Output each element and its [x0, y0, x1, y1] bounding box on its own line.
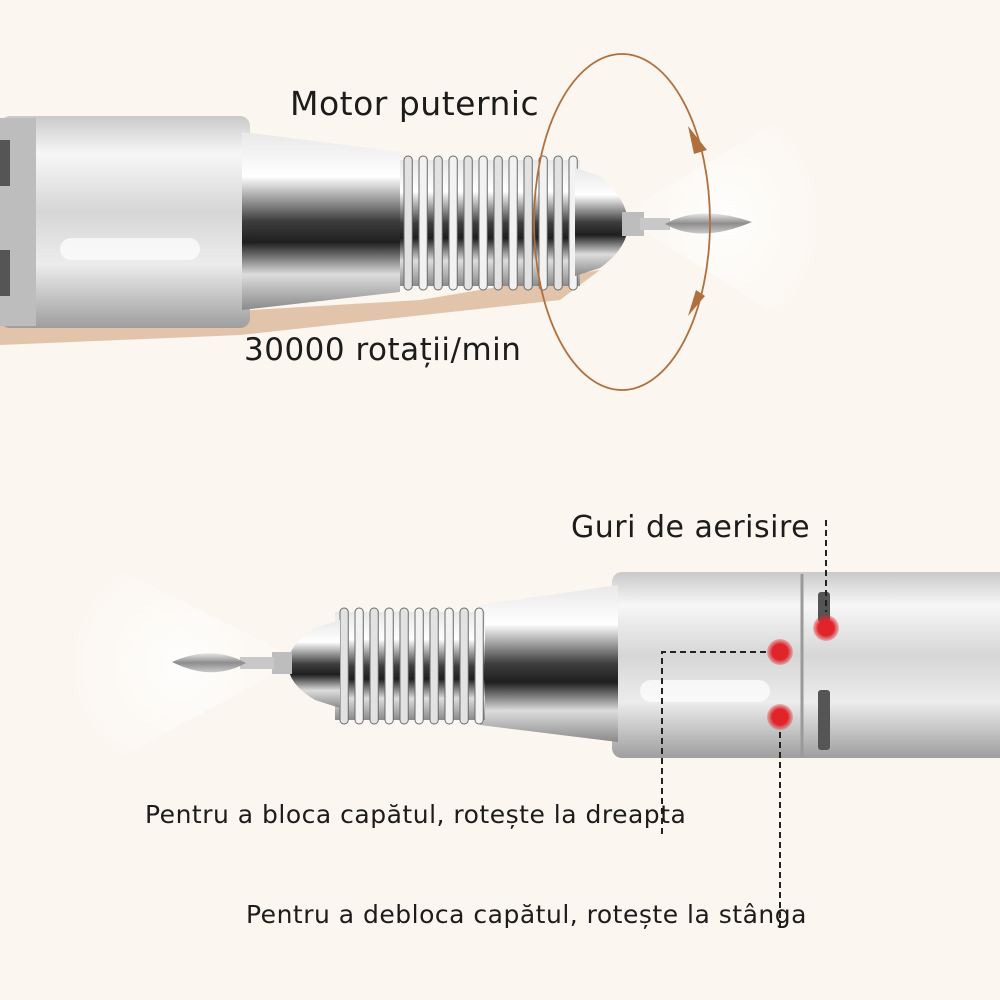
spring-ridge	[399, 607, 409, 725]
nose-cone	[288, 620, 340, 708]
leader-line-lock	[661, 651, 766, 838]
spring-ridge	[523, 155, 533, 291]
vent-slot	[818, 592, 830, 622]
spring-ridge	[414, 607, 424, 725]
red-dot-icon	[767, 639, 793, 665]
spring-ridge	[339, 607, 349, 725]
vent-slot	[0, 250, 10, 296]
spring-ridge	[553, 155, 563, 291]
spring-ridge	[508, 155, 518, 291]
pen-collar	[242, 132, 400, 310]
spring-ridge	[354, 607, 364, 725]
pen-body	[612, 572, 1000, 758]
bit-shank	[640, 218, 670, 230]
bottom-pen	[60, 520, 1000, 930]
spring-ridge	[369, 607, 379, 725]
spring-ridge	[474, 607, 484, 725]
vent-slot	[0, 140, 10, 186]
rotation-ring	[533, 53, 711, 391]
spring-ridge	[384, 607, 394, 725]
pen-groove	[60, 238, 200, 260]
bit-shank	[240, 657, 274, 669]
unlock-instruction: Pentru a debloca capătul, rotește la stâ…	[246, 900, 807, 929]
red-dot-icon	[767, 704, 793, 730]
nose-cone	[575, 168, 628, 276]
spring-ridges	[339, 607, 484, 725]
motor-label: Motor puternic	[290, 84, 540, 123]
vents-label: Guri de aerisire	[571, 510, 811, 545]
spring-grip	[400, 160, 580, 286]
vent-slot	[818, 690, 830, 750]
pen-groove	[640, 680, 770, 702]
rpm-label: 30000 rotații/min	[244, 332, 522, 368]
spring-ridge	[403, 155, 413, 291]
spring-ridge	[433, 155, 443, 291]
bit-head	[172, 653, 246, 673]
pen-collar	[480, 585, 618, 742]
spring-ridge	[478, 155, 488, 291]
spring-ridges	[403, 155, 578, 291]
spring-ridge	[538, 155, 548, 291]
spring-ridge	[418, 155, 428, 291]
spring-ridge	[444, 607, 454, 725]
circular-arrows-icon	[688, 126, 707, 154]
red-dot-icon	[813, 615, 839, 641]
spring-ridge	[463, 155, 473, 291]
pen-body	[0, 116, 250, 328]
bit-shaft	[272, 652, 292, 674]
top-pen	[0, 53, 830, 391]
lock-instruction: Pentru a bloca capătul, rotește la dreap…	[145, 800, 687, 829]
spring-ridge	[448, 155, 458, 291]
spring-ridge	[493, 155, 503, 291]
spring-ridge	[459, 607, 469, 725]
spring-ridge	[429, 607, 439, 725]
bit-shaft	[622, 212, 644, 236]
bit-head	[665, 213, 752, 234]
circular-arrows-icon	[688, 290, 705, 316]
